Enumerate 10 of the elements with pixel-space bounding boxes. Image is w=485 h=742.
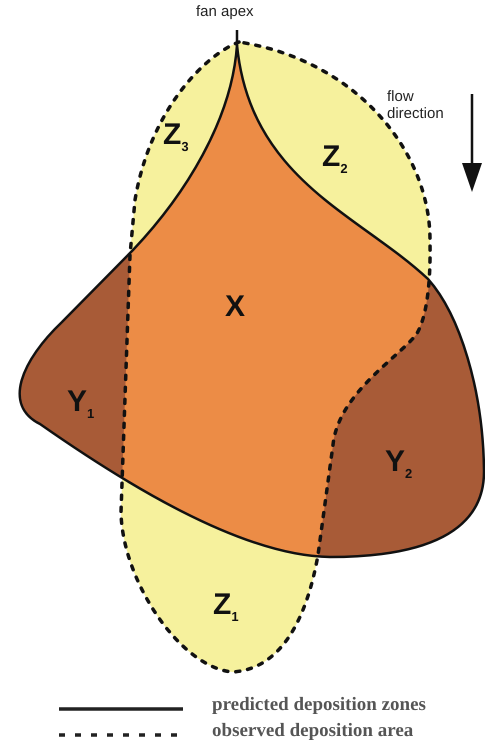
zone-label: Z$_{1}$ bbox=[213, 588, 239, 624]
zone-label: Y$_{2}$ bbox=[385, 445, 412, 481]
apex-label: fan apex bbox=[196, 3, 254, 20]
zone-label: X bbox=[225, 290, 246, 324]
zone-label: Z$_{2}$ bbox=[322, 140, 348, 176]
zone-label: Z$_{3}$ bbox=[163, 118, 189, 154]
flow-direction-label: flow direction bbox=[387, 88, 445, 122]
legend-text: predicted deposition zones bbox=[212, 694, 426, 716]
legend-text: observed deposition area bbox=[212, 720, 414, 742]
zone-label: Y$_{1}$ bbox=[67, 385, 94, 421]
